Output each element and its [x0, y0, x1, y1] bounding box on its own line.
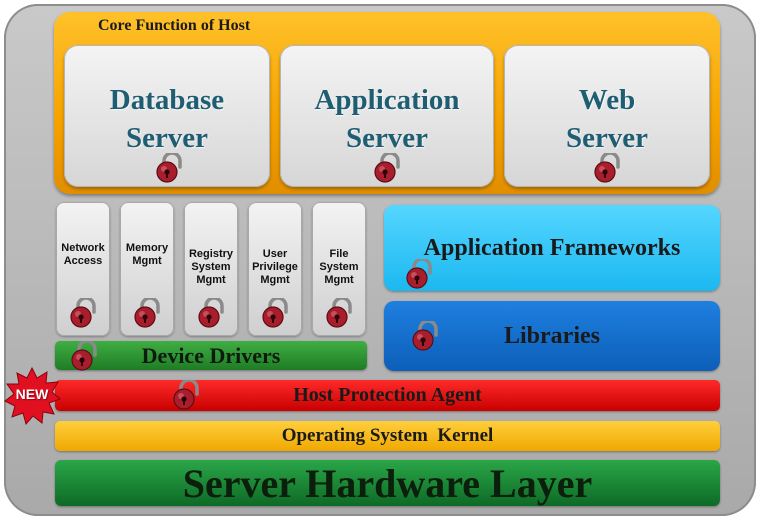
padlock-icon	[67, 341, 103, 371]
os-kernel-label: Operating System Kernel	[281, 425, 494, 446]
starburst-icon	[4, 366, 61, 426]
host-protection-agent-label: Host Protection Agent	[293, 384, 482, 406]
database-server-box: Database Server	[64, 45, 270, 187]
network-access-box: Network Access	[56, 202, 110, 336]
libraries-label: Libraries	[504, 322, 600, 349]
registry-system-mgmt-label: Registry System Mgmt	[188, 248, 234, 286]
core-title: Core Function of Host	[98, 17, 251, 34]
padlock-icon	[152, 153, 188, 183]
padlock-icon	[130, 298, 166, 328]
application-frameworks-layer: Application Frameworks	[384, 205, 720, 291]
application-frameworks-label: Application Frameworks	[423, 234, 681, 261]
padlock-icon	[66, 298, 102, 328]
file-system-mgmt-box: File System Mgmt	[312, 202, 366, 336]
web-server-label: Web Server	[565, 84, 649, 154]
libraries-layer: Libraries	[384, 301, 720, 371]
server-hardware-label: Server Hardware Layer	[182, 460, 593, 506]
user-privilege-mgmt-box: User Privilege Mgmt	[248, 202, 302, 336]
padlock-icon	[408, 321, 444, 351]
padlock-icon	[322, 298, 358, 328]
host-protection-agent-layer: Host Protection Agent	[55, 380, 720, 411]
new-badge-label: NEW	[15, 386, 49, 402]
new-badge: NEW	[2, 366, 62, 426]
web-server-box: Web Server	[504, 45, 710, 187]
user-privilege-mgmt-label: User Privilege Mgmt	[252, 248, 298, 286]
device-drivers-label: Device Drivers	[141, 342, 281, 368]
server-hardware-layer: Server Hardware Layer	[55, 460, 720, 506]
application-server-box: Application Server	[280, 45, 494, 187]
padlock-icon	[590, 153, 626, 183]
database-server-label: Database Server	[109, 84, 225, 154]
device-drivers-layer: Device Drivers	[55, 341, 367, 370]
application-server-label: Application Server	[314, 84, 460, 154]
padlock-icon	[402, 259, 438, 289]
padlock-icon	[258, 298, 294, 328]
padlock-icon	[194, 298, 230, 328]
os-kernel-layer: Operating System Kernel	[55, 421, 720, 451]
file-system-mgmt-label: File System Mgmt	[319, 248, 359, 286]
core-function-panel: Core Function of Host Database Server Ap…	[54, 12, 720, 194]
memory-mgmt-label: Memory Mgmt	[125, 242, 169, 267]
network-access-label: Network Access	[61, 242, 105, 267]
padlock-icon	[370, 153, 406, 183]
padlock-icon	[169, 380, 205, 410]
registry-system-mgmt-box: Registry System Mgmt	[184, 202, 238, 336]
memory-mgmt-box: Memory Mgmt	[120, 202, 174, 336]
